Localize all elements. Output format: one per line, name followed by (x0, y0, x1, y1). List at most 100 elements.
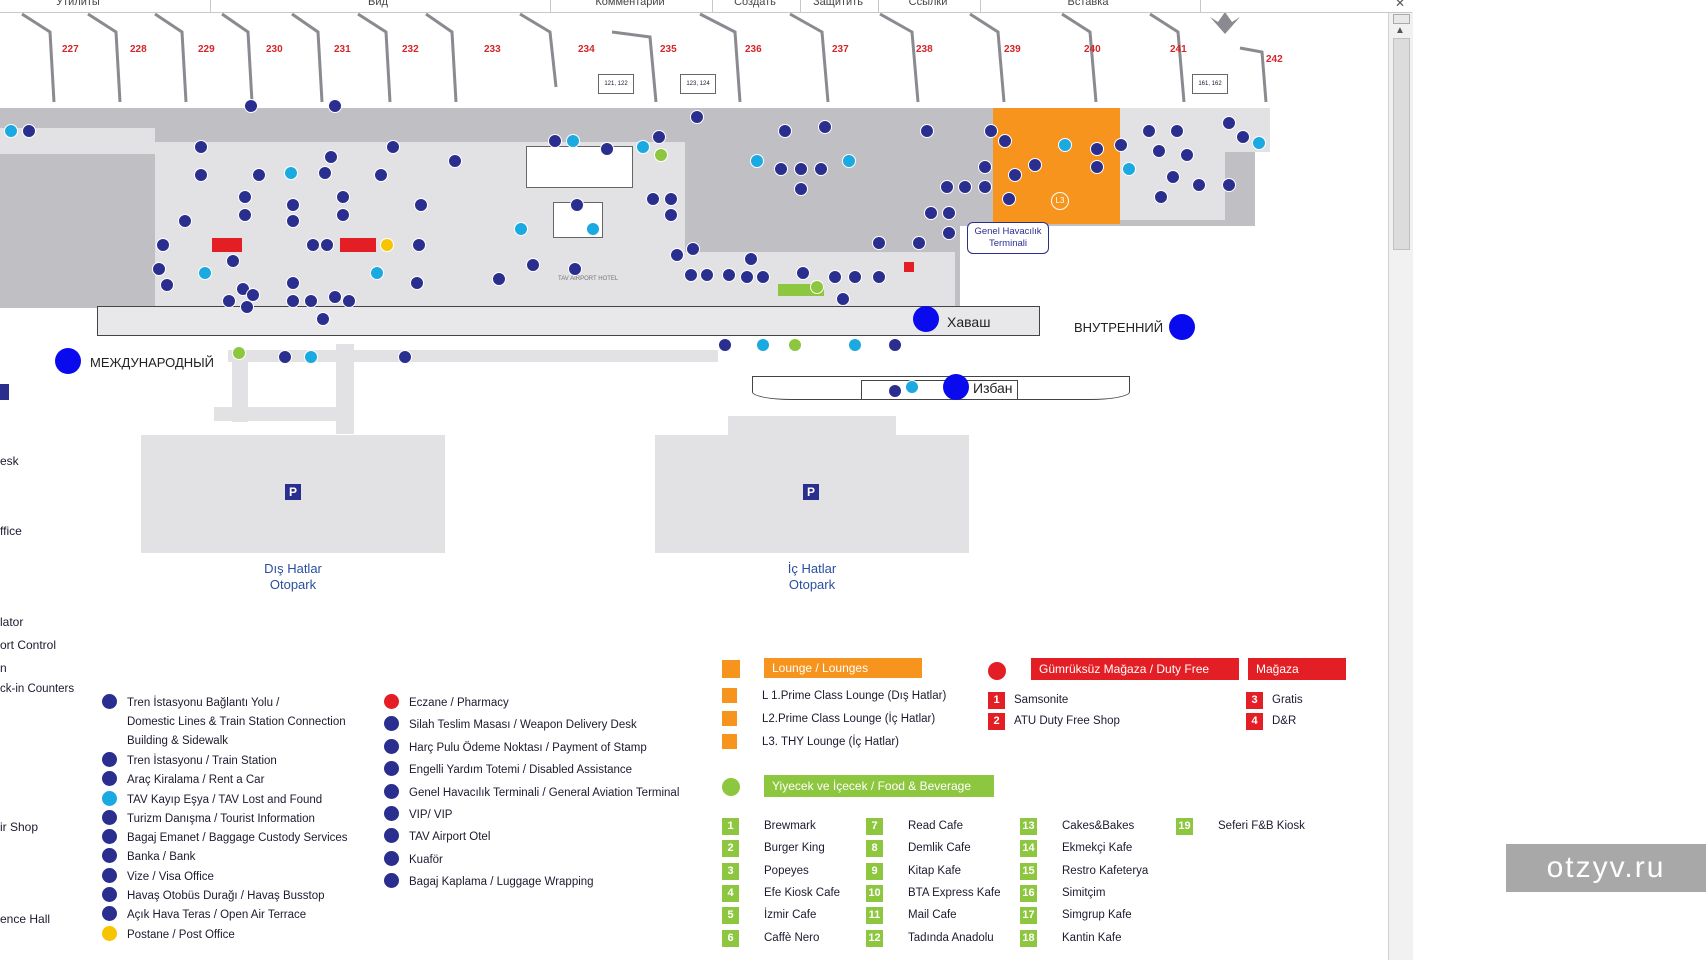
poi-icon[interactable] (526, 258, 540, 272)
poi-icon[interactable] (386, 140, 400, 154)
poi-icon[interactable] (1028, 158, 1042, 172)
poi-icon[interactable] (178, 214, 192, 228)
poi-icon[interactable] (226, 254, 240, 268)
poi-icon[interactable] (244, 99, 258, 113)
poi-icon[interactable] (942, 226, 956, 240)
poi-icon[interactable] (492, 272, 506, 286)
poi-icon[interactable] (1090, 160, 1104, 174)
poi-icon[interactable] (306, 238, 320, 252)
ribbon-tab-comments[interactable]: Комментарии (595, 0, 665, 8)
poi-icon[interactable] (664, 192, 678, 206)
poi-icon[interactable] (912, 236, 926, 250)
poi-icon[interactable] (842, 154, 856, 168)
poi-icon[interactable] (222, 294, 236, 308)
poi-icon[interactable] (1142, 124, 1156, 138)
poi-icon[interactable] (1152, 144, 1166, 158)
poi-icon[interactable] (700, 268, 714, 282)
poi-icon[interactable] (318, 166, 332, 180)
poi-icon[interactable] (286, 294, 300, 308)
food-icon[interactable] (232, 346, 246, 360)
poi-icon[interactable] (304, 294, 318, 308)
poi-icon[interactable] (1222, 178, 1236, 192)
poi-icon[interactable] (958, 180, 972, 194)
poi-icon[interactable] (1252, 136, 1266, 150)
ribbon-tab-links[interactable]: Ссылки (908, 0, 948, 8)
poi-icon[interactable] (160, 278, 174, 292)
poi-icon[interactable] (774, 162, 788, 176)
poi-icon[interactable] (286, 214, 300, 228)
poi-icon[interactable] (1090, 142, 1104, 156)
poi-icon[interactable] (744, 252, 758, 266)
poi-icon[interactable] (246, 288, 260, 302)
poi-icon[interactable] (942, 206, 956, 220)
poi-icon[interactable] (690, 110, 704, 124)
poi-icon[interactable] (570, 198, 584, 212)
poi-icon[interactable] (548, 134, 562, 148)
poi-icon[interactable] (286, 198, 300, 212)
poi-icon[interactable] (238, 190, 252, 204)
poi-icon[interactable] (888, 384, 902, 398)
vip-icon[interactable] (1180, 148, 1194, 162)
ribbon-tab-create[interactable]: Создать (734, 0, 776, 8)
poi-icon[interactable] (412, 238, 426, 252)
poi-icon[interactable] (920, 124, 934, 138)
poi-icon[interactable] (370, 266, 384, 280)
poi-icon[interactable] (818, 120, 832, 134)
poi-icon[interactable] (414, 198, 428, 212)
poi-icon[interactable] (848, 338, 862, 352)
poi-icon[interactable] (586, 222, 600, 236)
poi-icon[interactable] (1122, 162, 1136, 176)
poi-icon[interactable] (756, 338, 770, 352)
poi-icon[interactable] (686, 242, 700, 256)
general-aviation-icon[interactable] (978, 160, 992, 174)
food-icon[interactable] (810, 280, 824, 294)
poi-icon[interactable] (998, 134, 1012, 148)
poi-icon[interactable] (374, 168, 388, 182)
poi-icon[interactable] (722, 268, 736, 282)
poi-icon[interactable] (684, 268, 698, 282)
poi-icon[interactable] (646, 192, 660, 206)
poi-icon[interactable] (1008, 168, 1022, 182)
poi-icon[interactable] (156, 238, 170, 252)
poi-icon[interactable] (1170, 124, 1184, 138)
poi-icon[interactable] (888, 338, 902, 352)
close-icon[interactable]: ✕ (1395, 0, 1406, 10)
scroll-up-arrow-icon[interactable]: ▲ (1395, 25, 1405, 36)
poi-icon[interactable] (410, 276, 424, 290)
poi-icon[interactable] (1154, 190, 1168, 204)
poi-icon[interactable] (514, 222, 528, 236)
poi-icon[interactable] (778, 124, 792, 138)
poi-icon[interactable] (750, 154, 764, 168)
vertical-scrollbar[interactable]: ▲ (1388, 12, 1413, 960)
poi-icon[interactable] (794, 162, 808, 176)
poi-icon[interactable] (240, 300, 254, 314)
food-icon[interactable] (654, 148, 668, 162)
ribbon-tab-view[interactable]: Вид (368, 0, 388, 8)
poi-icon[interactable] (940, 180, 954, 194)
poi-icon[interactable] (328, 99, 342, 113)
poi-icon[interactable] (448, 154, 462, 168)
poi-icon[interactable] (568, 262, 582, 276)
poi-icon[interactable] (670, 248, 684, 262)
poi-icon[interactable] (1058, 138, 1072, 152)
poi-icon[interactable] (718, 338, 732, 352)
poi-icon[interactable] (342, 294, 356, 308)
poi-icon[interactable] (814, 162, 828, 176)
poi-icon[interactable] (978, 180, 992, 194)
poi-icon[interactable] (4, 124, 18, 138)
poi-icon[interactable] (636, 140, 650, 154)
poi-icon[interactable] (828, 270, 842, 284)
ribbon-tab-protect[interactable]: Защитить (813, 0, 863, 8)
poi-icon[interactable] (1192, 178, 1206, 192)
poi-icon[interactable] (836, 292, 850, 306)
poi-icon[interactable] (984, 124, 998, 138)
poi-icon[interactable] (794, 182, 808, 196)
poi-icon[interactable] (1222, 116, 1236, 130)
poi-icon[interactable] (194, 168, 208, 182)
poi-icon[interactable] (316, 312, 330, 326)
poi-icon[interactable] (756, 270, 770, 284)
poi-icon[interactable] (324, 150, 338, 164)
ribbon-tab-insert[interactable]: Вставка (1067, 0, 1109, 8)
poi-icon[interactable] (284, 166, 298, 180)
poi-icon[interactable] (22, 124, 36, 138)
